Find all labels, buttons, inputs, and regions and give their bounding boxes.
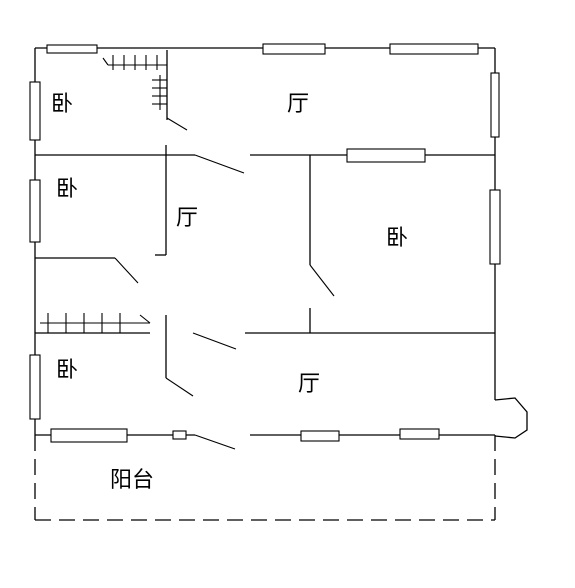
- interior-walls: [35, 50, 495, 436]
- window-right-1: [490, 72, 500, 138]
- staircase-top: [102, 55, 167, 110]
- label-bedroom-right: 卧: [386, 226, 408, 251]
- window-bottom-4: [399, 428, 440, 440]
- bay-window: [494, 397, 528, 439]
- label-living-bottom: 厅: [298, 372, 320, 397]
- window-bottom-1: [50, 428, 128, 443]
- label-balcony: 阳台: [110, 468, 154, 493]
- staircase-middle: [40, 313, 151, 333]
- label-living-middle: 厅: [176, 206, 198, 231]
- balcony-boundary: [34, 435, 496, 521]
- label-bedroom-bottom-left: 卧: [56, 358, 78, 383]
- window-interior: [346, 148, 426, 163]
- window-bottom-2: [172, 430, 187, 440]
- window-top-3: [389, 43, 479, 55]
- window-bottom-3: [300, 430, 340, 442]
- window-right-2: [489, 189, 501, 265]
- window-top-2: [262, 43, 326, 55]
- window-top-1: [46, 44, 98, 54]
- window-left-1: [29, 81, 41, 141]
- windows: [29, 43, 501, 443]
- outer-walls: [34, 47, 496, 435]
- doors: [114, 117, 335, 450]
- label-bedroom-mid-left: 卧: [56, 177, 78, 202]
- window-left-3: [29, 354, 41, 420]
- label-living-top: 厅: [287, 92, 309, 117]
- window-left-2: [29, 179, 41, 243]
- label-bedroom-top-left: 卧: [51, 92, 73, 117]
